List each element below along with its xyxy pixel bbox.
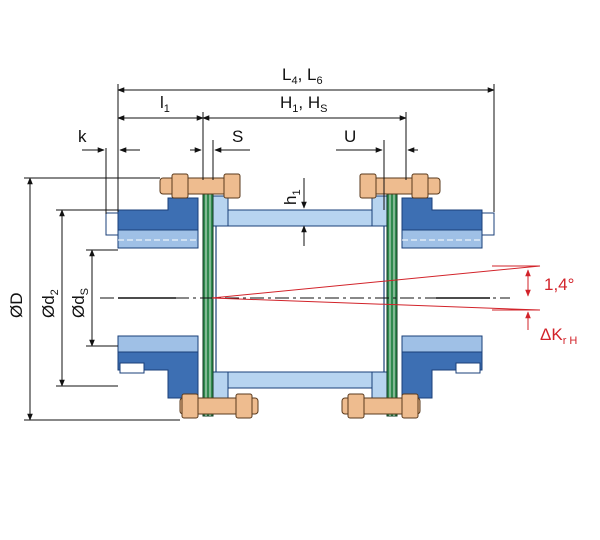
left-disc-pack	[202, 181, 214, 417]
label-angular-misalignment: 1,4°	[544, 275, 574, 294]
label-radial-misalignment: ΔKr H	[540, 325, 577, 347]
label-hub-length: l1	[160, 93, 170, 115]
right-disc-pack	[386, 181, 398, 417]
right-hub	[401, 197, 495, 399]
dimension-lines	[24, 84, 495, 421]
left-hub	[105, 197, 199, 399]
label-bore-ds: ØdS	[69, 288, 91, 318]
label-gap-u: U	[344, 127, 356, 146]
bolt-top-left	[159, 173, 241, 199]
misalignment-lines	[211, 265, 541, 330]
label-bore-d2: Ød2	[39, 289, 61, 318]
label-gap-s: S	[232, 127, 243, 146]
bolt-bottom-left	[179, 393, 259, 419]
label-spacer-length: H1, HS	[280, 93, 327, 115]
label-overall-length: L4, L6	[282, 65, 323, 87]
label-k: k	[78, 127, 87, 146]
label-outer-diameter: ØD	[7, 293, 26, 319]
bolt-top-right	[359, 173, 441, 199]
bolt-bottom-right	[341, 393, 421, 419]
label-spacer-height: h1	[281, 189, 303, 205]
